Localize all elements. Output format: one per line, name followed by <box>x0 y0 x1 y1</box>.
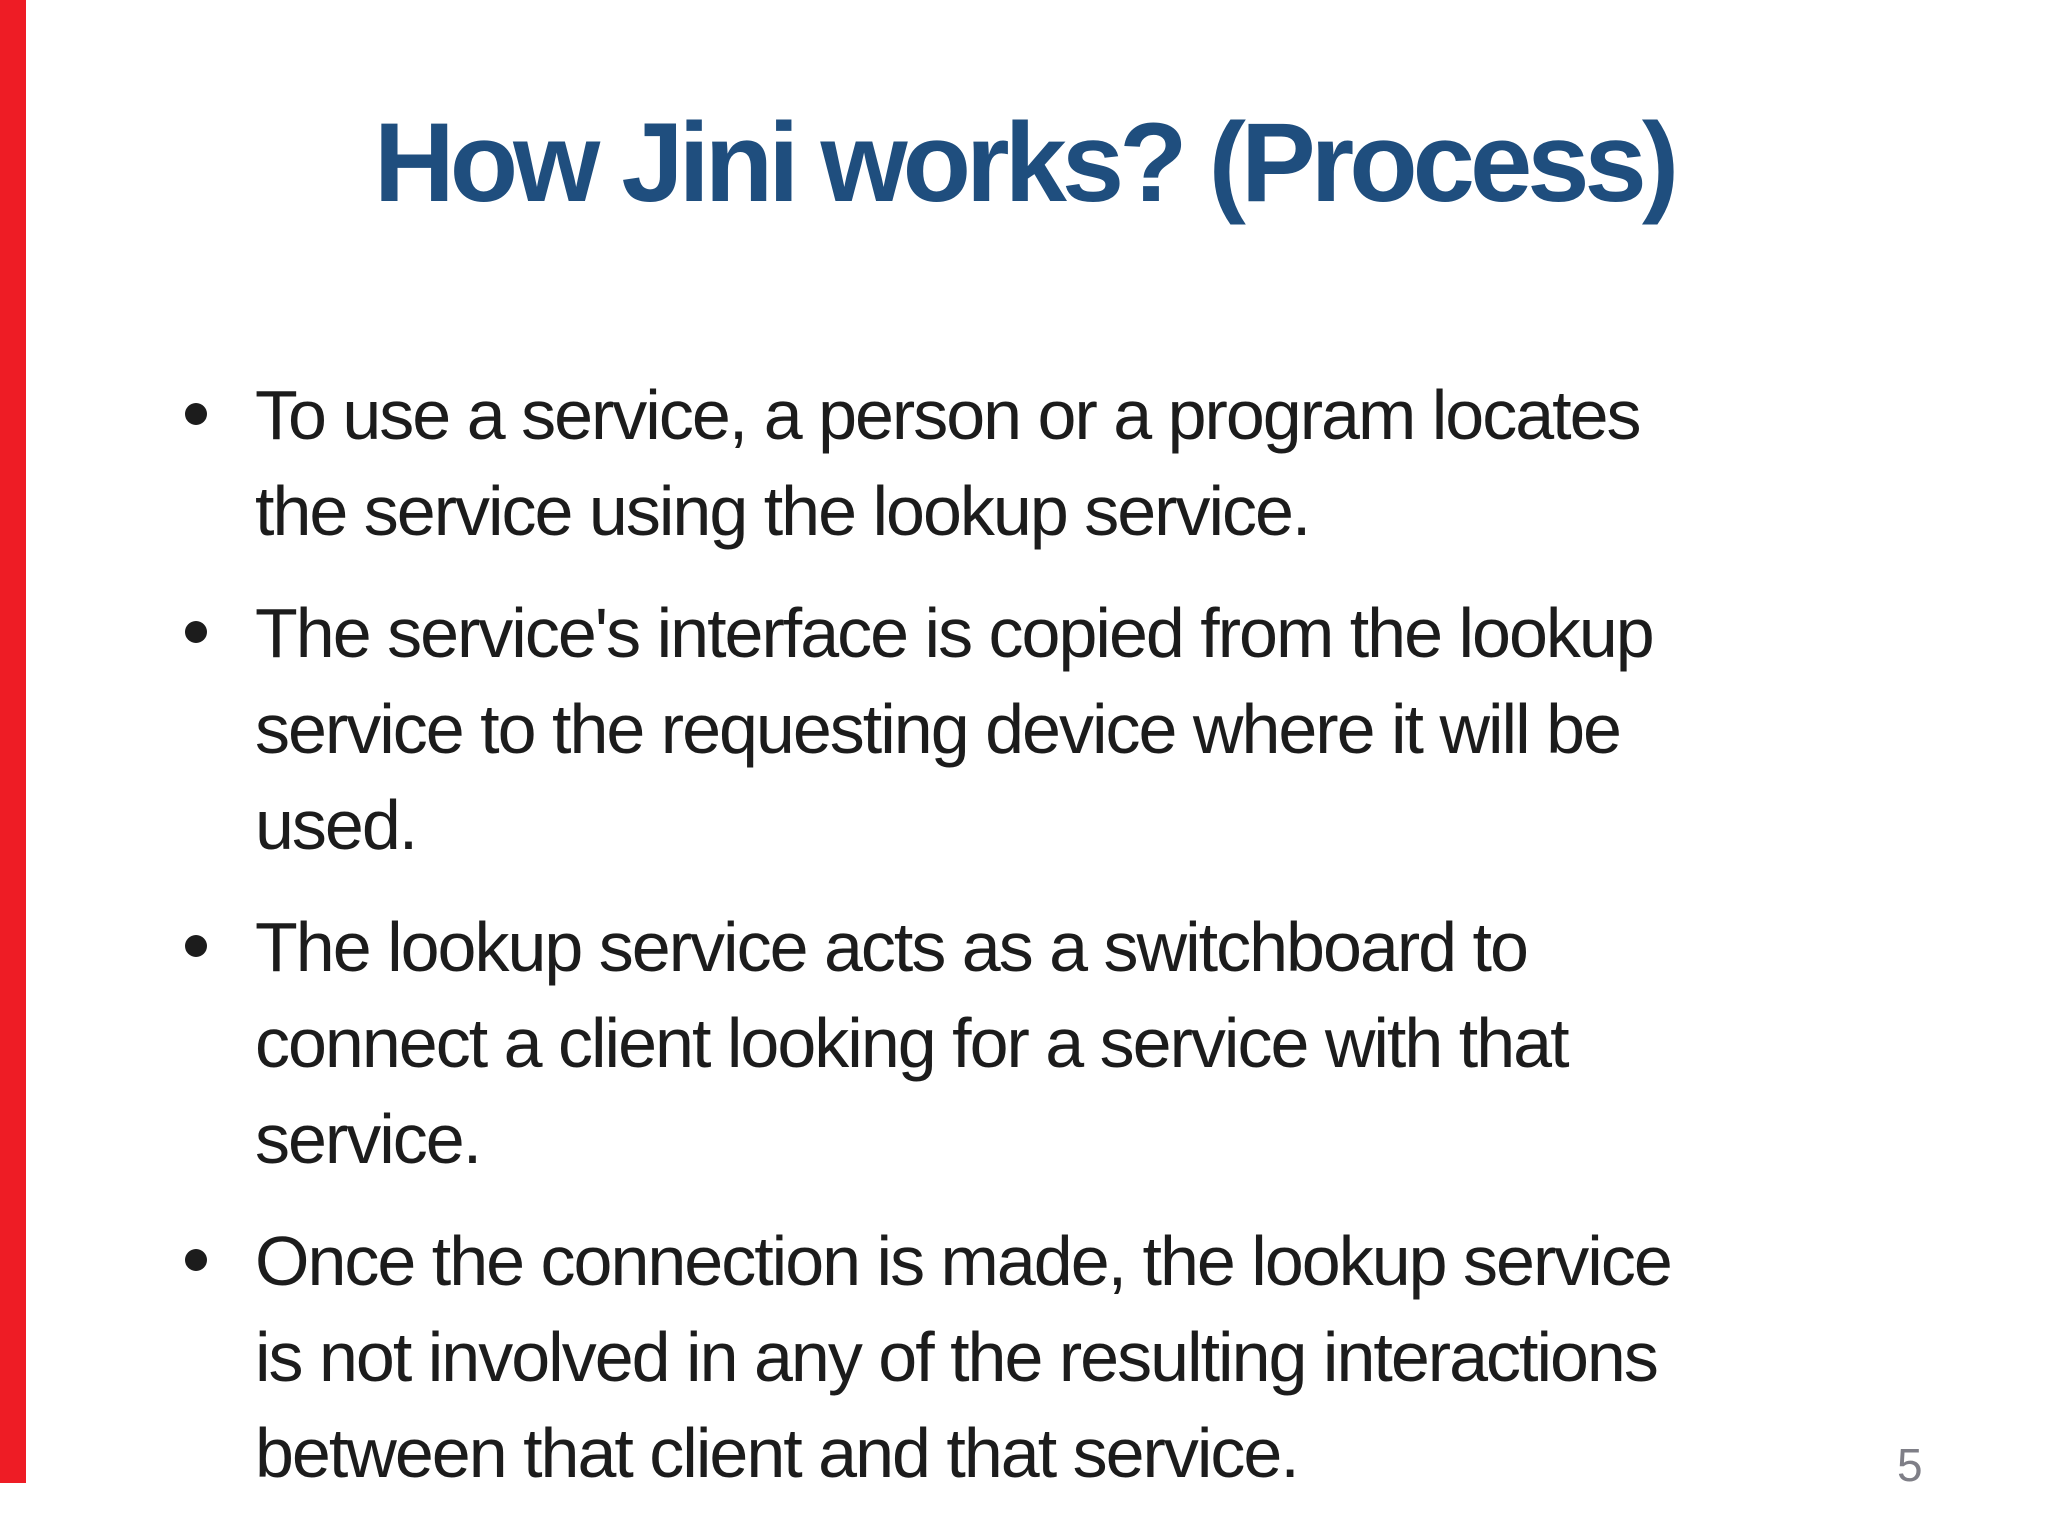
page-number: 5 <box>1897 1439 1923 1491</box>
bullet-line: between that client and that service. <box>255 1414 1300 1492</box>
bullet-line: used. <box>255 786 418 864</box>
bullet-dot-icon <box>185 403 207 425</box>
bullet-line: Once the connection is made, the lookup … <box>255 1222 1673 1300</box>
bullet-line: the service using the lookup service. <box>255 472 1311 550</box>
bullet-item: The lookup service acts as a switchboard… <box>185 899 2005 1187</box>
bullet-line: service. <box>255 1100 482 1178</box>
slide-title: How Jini works? (Process) <box>373 100 1679 225</box>
bullet-list: To use a service, a person or a program … <box>185 367 2005 1527</box>
bullet-line: To use a service, a person or a program … <box>255 376 1642 454</box>
bullet-line: The service's interface is copied from t… <box>255 594 1655 672</box>
bullet-item: Once the connection is made, the lookup … <box>185 1213 2005 1501</box>
left-accent-bar <box>0 0 26 1483</box>
bullet-dot-icon <box>185 621 207 643</box>
bullet-item: The service's interface is copied from t… <box>185 585 2005 873</box>
bullet-line: service to the requesting device where i… <box>255 690 1622 768</box>
bullet-dot-icon <box>185 1249 207 1271</box>
bullet-line: connect a client looking for a service w… <box>255 1004 1570 1082</box>
bullet-line: The lookup service acts as a switchboard… <box>255 908 1529 986</box>
bullet-dot-icon <box>185 935 207 957</box>
bullet-item: To use a service, a person or a program … <box>185 367 2005 559</box>
bullet-line: is not involved in any of the resulting … <box>255 1318 1659 1396</box>
